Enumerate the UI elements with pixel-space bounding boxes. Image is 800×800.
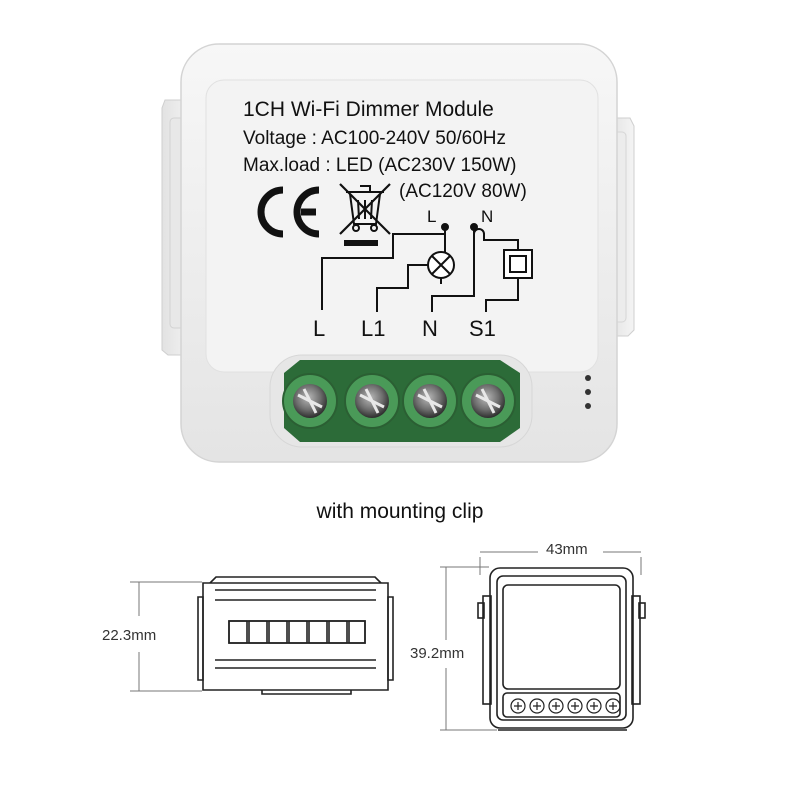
screw-terminal-icon <box>460 373 516 429</box>
front-view-drawing <box>477 567 646 731</box>
dimmer-box-icon <box>503 249 533 279</box>
side-view-drawing <box>197 576 394 695</box>
module-title: 1CH Wi-Fi Dimmer Module <box>243 98 494 121</box>
screw-terminal-icon <box>282 373 338 429</box>
dimension-width-label: 43mm <box>546 541 588 558</box>
terminal-label-l: L <box>313 316 325 341</box>
terminal-label-n: N <box>422 316 438 341</box>
wiring-label-n-top: N <box>481 207 493 226</box>
indicator-dots <box>585 375 591 409</box>
dimension-height-label: 22.3mm <box>102 627 157 644</box>
weee-bin-icon <box>339 183 391 246</box>
max-load-spec: Max.load : LED (AC230V 150W) <box>243 155 517 176</box>
terminal-label-l1: L1 <box>361 316 385 341</box>
terminal-label-s1: S1 <box>469 316 496 341</box>
wiring-diagram: L N <box>321 207 533 312</box>
ce-mark-icon <box>257 186 320 238</box>
voltage-spec: Voltage : AC100-240V 50/60Hz <box>243 128 506 149</box>
max-load-spec-2: (AC120V 80W) <box>399 181 527 202</box>
terminal-block <box>282 373 516 429</box>
caption-mounting-clip: with mounting clip <box>316 500 484 523</box>
dimension-depth-label: 39.2mm <box>410 645 465 662</box>
screw-terminal-icon <box>344 373 400 429</box>
screw-terminal-icon <box>402 373 458 429</box>
wiring-label-l-top: L <box>427 207 436 226</box>
module-illustration: 1CH Wi-Fi Dimmer Module Voltage : AC100-… <box>161 43 635 463</box>
